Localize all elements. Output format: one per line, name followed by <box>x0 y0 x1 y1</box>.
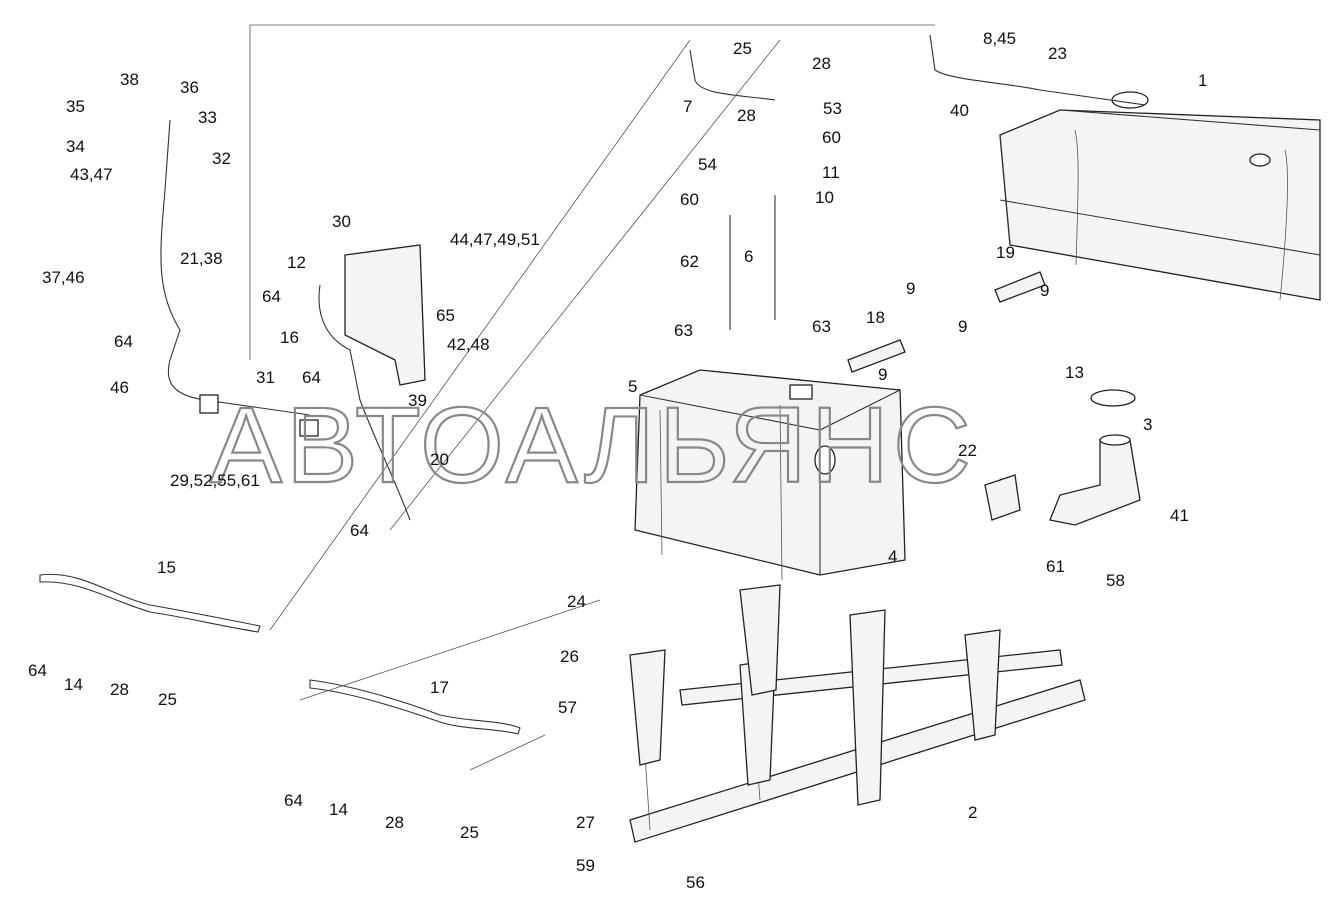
part-label: 8,45 <box>983 29 1016 48</box>
part-label: 43,47 <box>70 165 113 184</box>
part-label: 64 <box>350 521 369 540</box>
part-label: 14 <box>64 675 83 694</box>
frame-outline <box>249 24 935 771</box>
part-label: 6 <box>744 247 753 266</box>
part-label: 46 <box>110 378 129 397</box>
clamp-31 <box>299 419 319 437</box>
part-label: 25 <box>460 823 479 842</box>
part-label: 9 <box>1040 281 1049 300</box>
part-label: 30 <box>332 212 351 231</box>
part-label: 9 <box>878 365 887 384</box>
pipe-40 <box>929 34 1146 106</box>
part-label: 63 <box>674 321 693 340</box>
part-label: 60 <box>822 128 841 147</box>
part-label: 13 <box>1065 363 1084 382</box>
part-label: 28 <box>737 106 756 125</box>
part-label: 17 <box>430 678 449 697</box>
part-label: 4 <box>888 547 897 566</box>
part-label: 9 <box>958 317 967 336</box>
part-label: 36 <box>180 78 199 97</box>
part-label: 28 <box>812 54 831 73</box>
part-label: 33 <box>198 108 217 127</box>
part-label: 18 <box>866 308 885 327</box>
part-label: 42,48 <box>447 335 490 354</box>
part-label: 1 <box>1198 71 1207 90</box>
part-label: 31 <box>256 368 275 387</box>
hose-19 <box>994 271 1046 303</box>
part-label: 28 <box>110 680 129 699</box>
part-label: 20 <box>430 450 449 469</box>
part-label: 25 <box>158 690 177 709</box>
part-label: 11 <box>822 163 840 182</box>
part-label: 21,38 <box>180 249 223 268</box>
part-label: 64 <box>114 332 133 351</box>
part-label: 54 <box>698 155 717 174</box>
part-label: 37,46 <box>42 268 85 287</box>
part-label: 41 <box>1170 506 1189 525</box>
auxiliary-fuel-tank <box>634 369 906 581</box>
part-label: 61 <box>1046 557 1065 576</box>
clamp-29 <box>199 394 219 414</box>
part-label: 44,47,49,51 <box>450 230 540 249</box>
hose-18 <box>847 339 906 373</box>
fuel-line-left <box>160 119 311 416</box>
part-label: 40 <box>950 101 969 120</box>
part-label: 64 <box>302 368 321 387</box>
part-label: 23 <box>1048 44 1067 63</box>
part-label: 58 <box>1106 571 1125 590</box>
part-label: 10 <box>815 188 834 207</box>
part-label: 53 <box>823 99 842 118</box>
filler-neck <box>984 389 1141 526</box>
part-label: 24 <box>567 592 586 611</box>
part-label: 28 <box>385 813 404 832</box>
part-label: 39 <box>408 391 427 410</box>
part-label: 38 <box>120 70 139 89</box>
part-label: 56 <box>686 873 705 892</box>
part-label: 3 <box>1143 415 1152 434</box>
part-label: 19 <box>996 243 1015 262</box>
tank-support-frame <box>629 584 1086 843</box>
part-label: 5 <box>628 377 637 396</box>
part-label: 2 <box>968 803 977 822</box>
part-label: 27 <box>576 813 595 832</box>
part-label: 65 <box>436 306 455 325</box>
part-label: 57 <box>558 698 577 717</box>
part-label: 62 <box>680 252 699 271</box>
part-label: 29,52,55,61 <box>170 471 260 490</box>
filter-30 <box>344 244 426 386</box>
pipe-15 <box>39 573 261 633</box>
main-fuel-tank <box>999 91 1321 301</box>
part-label: 59 <box>576 856 595 875</box>
part-label: 32 <box>212 149 231 168</box>
part-label: 26 <box>560 647 579 666</box>
part-label: 9 <box>906 279 915 298</box>
part-label: 22 <box>958 441 977 460</box>
watermark: АВТОАЛЬЯНС <box>210 384 975 505</box>
part-label: 63 <box>812 317 831 336</box>
part-label: 35 <box>66 97 85 116</box>
part-label: 64 <box>28 661 47 680</box>
part-label: 14 <box>329 800 348 819</box>
part-label: 64 <box>284 791 303 810</box>
part-label: 25 <box>733 39 752 58</box>
part-label: 7 <box>683 97 692 116</box>
part-label: 64 <box>262 287 281 306</box>
pipe-17 <box>309 679 521 735</box>
part-label: 12 <box>287 253 306 272</box>
part-label: 34 <box>66 137 85 156</box>
pipe-7 <box>689 49 776 101</box>
part-label: 15 <box>157 558 176 577</box>
part-label: 60 <box>680 190 699 209</box>
part-label: 16 <box>280 328 299 347</box>
fuel-line-mid <box>318 284 411 521</box>
